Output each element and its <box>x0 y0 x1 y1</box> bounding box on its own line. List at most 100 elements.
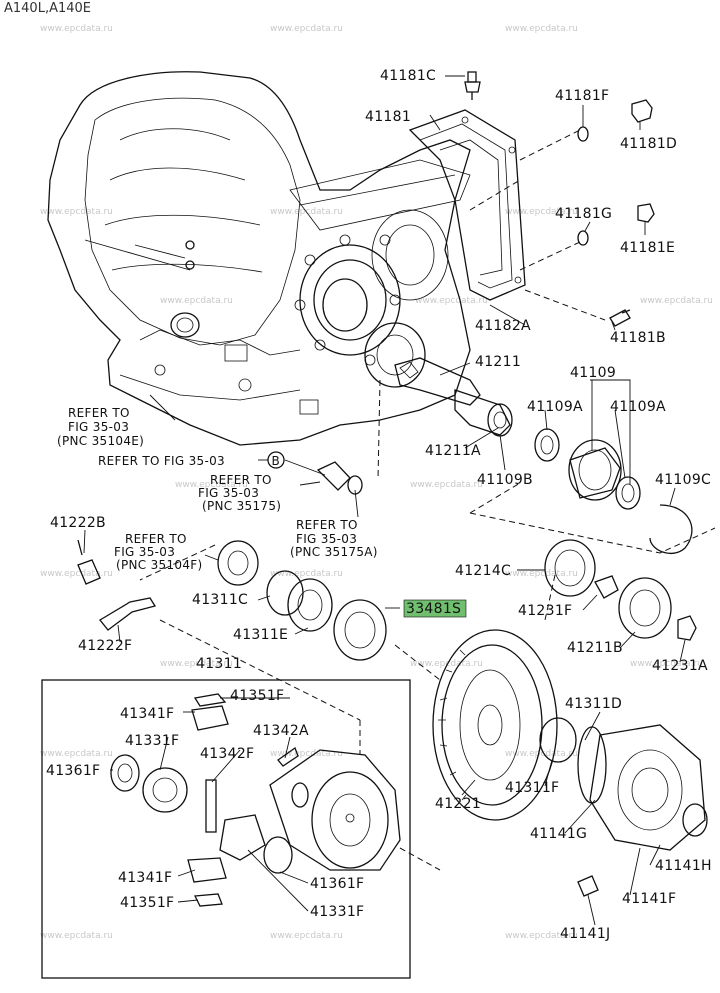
watermark: www.epcdata.ru <box>270 569 343 579</box>
part-label[interactable]: 41211B <box>567 640 623 656</box>
plug-41181c <box>464 71 481 100</box>
watermark: www.epcdata.ru <box>630 659 703 669</box>
part-label[interactable]: 41181B <box>610 330 666 346</box>
plugs-right <box>577 99 655 327</box>
part-label-highlighted[interactable]: 33481S <box>406 601 461 617</box>
part-label[interactable]: 41311E <box>233 627 288 643</box>
part-label[interactable]: 41109 <box>570 365 616 381</box>
bearing-41109 <box>534 428 693 554</box>
watermark: www.epcdata.ru <box>270 749 343 759</box>
part-label[interactable]: 41211 <box>475 354 521 370</box>
seals-center <box>217 540 387 661</box>
part-label[interactable]: 41181G <box>555 206 612 222</box>
refer-note-line[interactable]: (PNC 35175) <box>202 499 281 513</box>
watermark: www.epcdata.ru <box>410 480 483 490</box>
part-label[interactable]: 41331F <box>310 904 364 920</box>
part-label[interactable]: 41181F <box>555 88 609 104</box>
part-label[interactable]: 41109A <box>610 399 666 415</box>
refer-note-line[interactable]: REFER TO <box>125 532 187 546</box>
part-labels: 41181C 41181 41181F 41181D 41181G 41181E… <box>46 68 712 942</box>
diagram-title: A140L,A140E <box>4 1 91 16</box>
part-label[interactable]: 41361F <box>46 763 100 779</box>
part-label[interactable]: 41342F <box>200 746 254 762</box>
refer-note-line[interactable]: REFER TO <box>210 473 272 487</box>
part-label[interactable]: 41214C <box>455 563 511 579</box>
side-cover-drawing <box>408 109 526 301</box>
part-label[interactable]: 41141H <box>655 858 712 874</box>
part-label[interactable]: 41311D <box>565 696 622 712</box>
watermark: www.epcdata.ru <box>640 296 713 306</box>
refer-note-line[interactable]: (PNC 35104F) <box>116 558 202 572</box>
ring-gear-41221 <box>432 629 558 821</box>
part-label[interactable]: 41109A <box>527 399 583 415</box>
refer-note-line[interactable]: FIG 35-03 <box>296 532 357 546</box>
part-label[interactable]: 41231A <box>652 658 708 674</box>
part-label[interactable]: 41109C <box>655 472 711 488</box>
watermark: www.epcdata.ru <box>40 749 113 759</box>
watermark: www.epcdata.ru <box>160 659 233 669</box>
refer-note-line[interactable]: REFER TO <box>68 406 130 420</box>
part-label[interactable]: 41351F <box>120 895 174 911</box>
part-label[interactable]: 41351F <box>230 688 284 704</box>
dashed-guides <box>139 129 716 871</box>
part-label[interactable]: 41221 <box>435 796 481 812</box>
refer-note-line[interactable]: FIG 35-03 <box>114 545 175 559</box>
watermark: www.epcdata.ru <box>415 296 488 306</box>
part-label[interactable]: 41141G <box>530 826 587 842</box>
refer-note-line[interactable]: FIG 35-03 <box>198 486 259 500</box>
part-label[interactable]: 41361F <box>310 876 364 892</box>
refer-note-line[interactable]: REFER TO <box>296 518 358 532</box>
part-label[interactable]: 41331F <box>125 733 179 749</box>
part-label[interactable]: 41181E <box>620 240 675 256</box>
watermark: www.epcdata.ru <box>40 207 113 217</box>
watermark: www.epcdata.ru <box>410 659 483 669</box>
part-label[interactable]: 41141F <box>622 891 676 907</box>
refer-note-line[interactable]: FIG 35-03 <box>68 420 129 434</box>
watermark: www.epcdata.ru <box>40 24 113 34</box>
sensor-bracket <box>77 539 157 631</box>
refer-note-line[interactable]: REFER TO FIG 35-03 <box>98 454 225 468</box>
highlight-33481s <box>403 599 467 618</box>
part-label[interactable]: 41181D <box>620 136 677 152</box>
part-label[interactable]: 41341F <box>118 870 172 886</box>
refer-note-line[interactable]: (PNC 35175A) <box>290 545 378 559</box>
part-label[interactable]: 41181C <box>380 68 436 84</box>
watermark: www.epcdata.ru <box>40 931 113 941</box>
part-label[interactable]: 41311 <box>196 656 242 672</box>
watermark: www.epcdata.ru <box>505 24 578 34</box>
watermark: www.epcdata.ru <box>270 931 343 941</box>
part-label[interactable]: 41311C <box>192 592 248 608</box>
marker-b-circle <box>267 451 285 469</box>
transaxle-housing-drawing <box>47 71 471 446</box>
refer-notes: REFER TO FIG 35-03 (PNC 35104E) REFER TO… <box>57 406 378 572</box>
part-label[interactable]: 41109B <box>477 472 533 488</box>
leader-lines <box>83 75 686 926</box>
part-label[interactable]: 41181 <box>365 109 411 125</box>
refer-note-line[interactable]: (PNC 35104E) <box>57 434 144 448</box>
watermark: www.epcdata.ru <box>270 24 343 34</box>
watermark: www.epcdata.ru <box>505 749 578 759</box>
watermarks: www.epcdata.ru www.epcdata.ru www.epcdat… <box>40 24 713 941</box>
marker-b-label: B <box>272 454 281 468</box>
watermark: www.epcdata.ru <box>160 296 233 306</box>
part-label[interactable]: 41342A <box>253 723 309 739</box>
differential-internals <box>110 693 401 907</box>
part-label[interactable]: 41222F <box>78 638 132 654</box>
watermark: www.epcdata.ru <box>505 207 578 217</box>
part-label[interactable]: 41141J <box>560 926 610 942</box>
part-label[interactable]: 41311F <box>505 780 559 796</box>
watermark: www.epcdata.ru <box>175 480 248 490</box>
part-label[interactable]: 41182A <box>475 318 531 334</box>
watermark: www.epcdata.ru <box>505 569 578 579</box>
bearings-mid-right <box>544 539 697 641</box>
part-label[interactable]: 41222B <box>50 515 106 531</box>
watermark: www.epcdata.ru <box>40 569 113 579</box>
part-label[interactable]: 41211A <box>425 443 481 459</box>
part-label[interactable]: 41341F <box>120 706 174 722</box>
differential-kit-box <box>41 679 411 979</box>
watermark: www.epcdata.ru <box>505 931 578 941</box>
part-label[interactable]: 41231F <box>518 603 572 619</box>
sensor-35175 <box>316 461 363 495</box>
